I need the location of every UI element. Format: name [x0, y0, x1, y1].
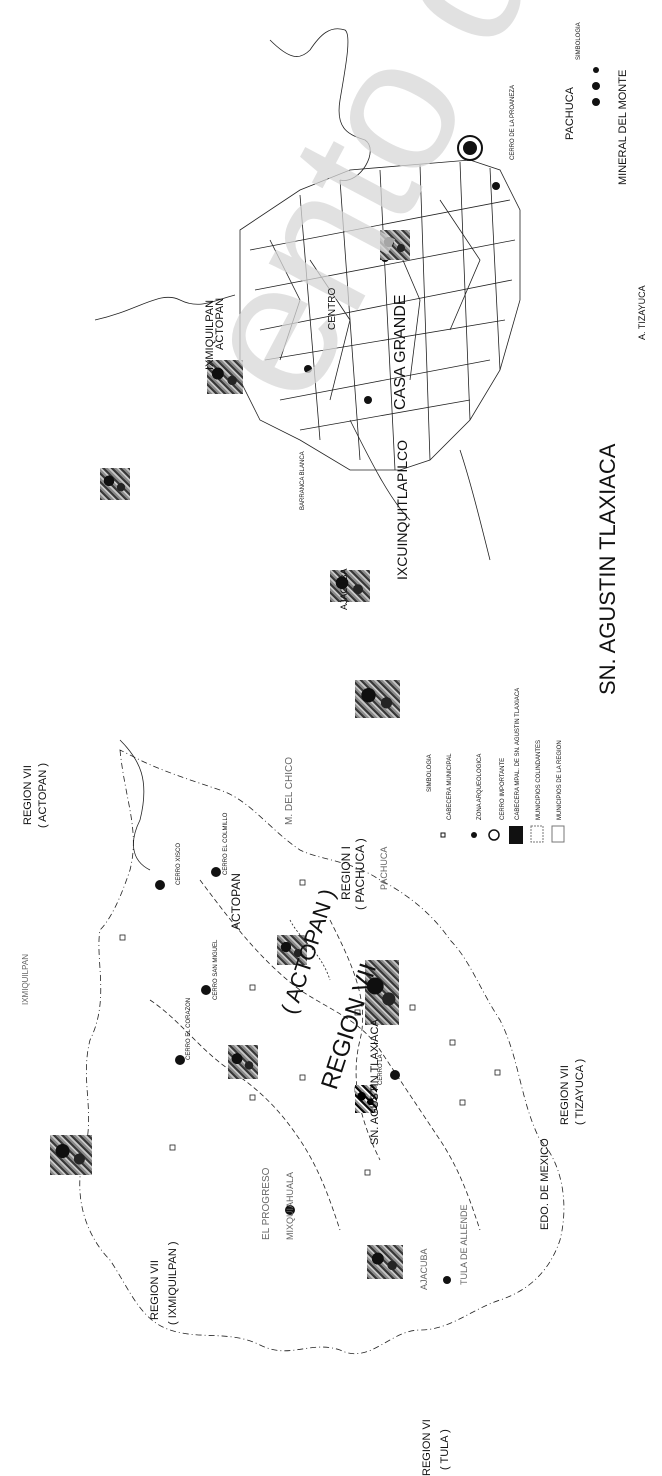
label-simbologia-upper: SIMBOLOGIA [576, 22, 582, 60]
label-cerro-sanmiguel: CERRO SAN MIGUEL [213, 939, 219, 1000]
label-pachuca-lower: PACHUCA [379, 846, 389, 890]
label-actopan-upper: ACTOPAN [214, 297, 226, 350]
legend-entry: ZONA ARQUEOLOGICA [477, 753, 483, 820]
label-region-vii-actopan-top: REGION VII [22, 765, 34, 825]
photo-thumbnail [330, 570, 370, 602]
region-boundary-1 [199, 879, 481, 1231]
photo-thumbnail [100, 468, 130, 500]
photo-thumbnail [380, 230, 410, 260]
label-sn-agustin-tlaxiaca-upper: SN. AGUSTIN TLAXIACA [595, 443, 620, 695]
legend-outline-icon [530, 825, 544, 843]
cerro-marker-icon [175, 1055, 185, 1065]
state-boundary [79, 749, 565, 1355]
label-cerro-xisco: CERRO XISCO [176, 842, 182, 885]
zone-marker-icon [364, 396, 372, 404]
legend-icon [592, 82, 600, 90]
photo-thumbnail [355, 680, 400, 718]
legend-black-icon [509, 826, 523, 844]
label-cerro-proaneza: CERRO DE LA PROANEZA [510, 84, 516, 160]
label-region-vii-ixmiquilpan-sub: ( IXMIQUILPAN ) [167, 1241, 179, 1325]
label-region-vi-tula-sub: ( TULA ) [439, 1429, 451, 1470]
zone-marker-icon [304, 365, 312, 373]
photo-thumbnail [355, 1085, 377, 1113]
label-pachuca-upper: PACHUCA [564, 87, 576, 140]
photo-thumbnail [277, 935, 307, 965]
zone-marker-icon [443, 1276, 451, 1284]
label-region-i-sub: ( PACHUCA ) [353, 838, 367, 910]
legend-square-icon [440, 832, 446, 838]
photo-thumbnail [367, 1245, 403, 1279]
label-centro: CENTRO [327, 287, 338, 330]
label-edo-mexico: EDO. DE MEXICO [539, 1138, 551, 1230]
road-mineral-del-monte [269, 28, 371, 181]
label-ajacuba-upper: AJACUBA [339, 568, 349, 610]
label-mixquiahuala: MIXQUIAHUALA [285, 1171, 295, 1240]
label-el-progreso: EL PROGRESO [261, 1167, 272, 1240]
label-mineral-del-monte: MINERAL DEL MONTE [617, 69, 629, 185]
label-actopan-lower: ACTOPAN [229, 873, 243, 930]
cerro-marker-icon [155, 880, 165, 890]
label-casa-grande: CASA GRANDE [392, 294, 409, 410]
legend-cerro-icon [488, 829, 500, 841]
zone-marker-icon [492, 182, 500, 190]
legend-entry: CERRO IMPORTANTE [500, 757, 506, 820]
label-barranca: BARRANCA BLANCA [300, 451, 306, 510]
region-boundary-2 [149, 999, 341, 1231]
photo-thumbnail [50, 1135, 92, 1175]
label-region-i: REGION I [339, 845, 353, 900]
cerro-marker-icon [201, 985, 211, 995]
mineral-chico-boundary [119, 739, 151, 871]
label-a-tizayuca: A. TIZAYUCA [637, 285, 647, 340]
label-ajacuba-lower: AJACUBA [419, 1248, 429, 1290]
photo-thumbnail [207, 360, 243, 394]
zone-marker-icon [285, 1205, 295, 1215]
label-region-vii-tizayuca-sub: ( TIZAYUCA ) [574, 1058, 586, 1125]
label-mineral-del-chico: M. DEL CHICO [284, 757, 295, 825]
legend-entry: MUNICIPIOS DE LA REGION [557, 740, 563, 820]
legend-icon [593, 67, 599, 73]
label-cerro-colmillo: CERRO EL COLMILLO [223, 812, 229, 875]
legend-entry: MUNICIPIOS COLINDANTES [536, 739, 542, 820]
road-ixmiquilpan [94, 294, 236, 321]
legend-entry: CABECERA MUNICIPAL [447, 753, 453, 820]
label-cerro-la: CERRO LA [378, 1054, 384, 1085]
cerro-marker-icon [211, 867, 221, 877]
label-simbologia-lower: SIMBOLOGIA [427, 754, 433, 792]
label-region-vi-tula: REGION VI [421, 1419, 433, 1476]
legend-icon [592, 98, 600, 106]
label-region-vii-ixmiquilpan: REGION VII [149, 1260, 161, 1320]
legend-dot-icon [471, 832, 477, 838]
label-cerro-corazon: CERRO EL CORAZON [186, 997, 192, 1060]
legend-outline-icon [551, 825, 565, 843]
photo-thumbnail [365, 960, 399, 1025]
label-ixcuinquitlapilco: IXCUINQUITLAPILCO [394, 439, 410, 580]
label-ixmiquilpan-lower: IXMIQUILPAN [21, 954, 30, 1005]
region-boundary-3 [329, 919, 381, 1161]
legend-entry: CABECERA MPAL. DE SN. AGUSTIN TLAXIACA [515, 687, 521, 820]
photo-thumbnail [228, 1045, 258, 1079]
label-tula-allende: TULA DE ALLENDE [459, 1204, 469, 1285]
road-tizayuca [459, 449, 491, 561]
label-region-vii-actopan-top-sub: ( ACTOPAN ) [37, 763, 49, 828]
cerro-marker-icon [390, 1070, 400, 1080]
label-region-vii-tizayuca: REGION VII [559, 1065, 571, 1125]
